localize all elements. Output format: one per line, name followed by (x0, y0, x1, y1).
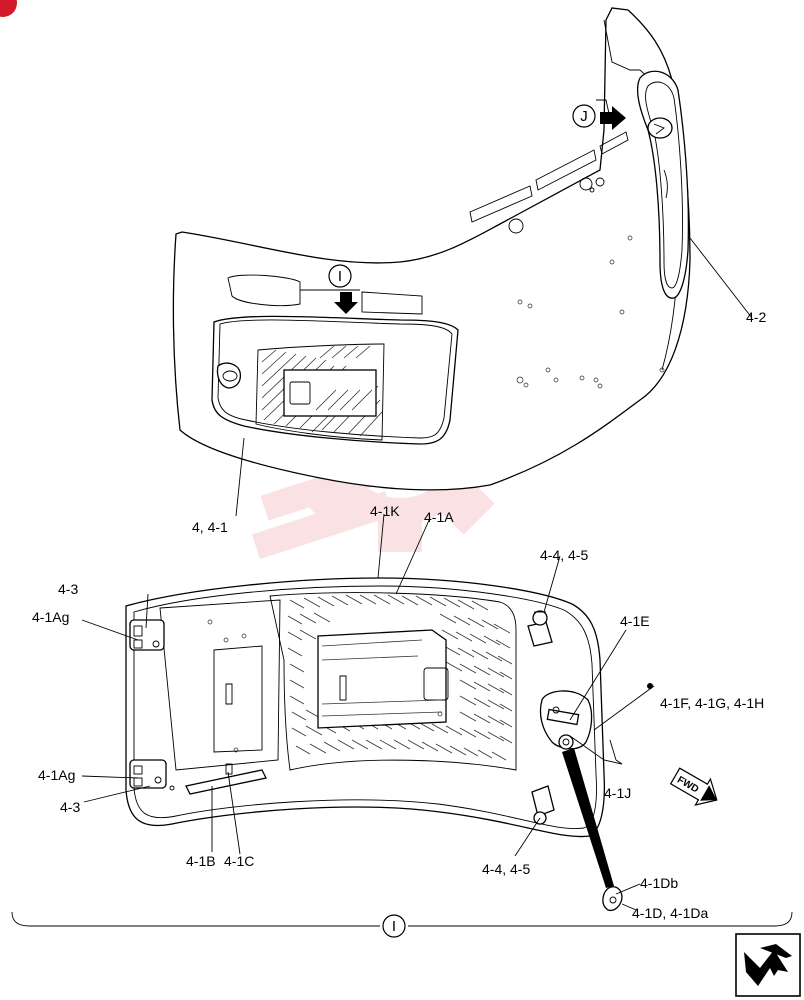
label-4-1ag-top: 4-1Ag (32, 609, 69, 625)
hinge-4-3-top (129, 619, 165, 651)
forward-direction-arrow: FWD (669, 767, 718, 806)
view-callout-j: J (572, 104, 596, 128)
label-4-1b: 4-1B (186, 853, 216, 869)
label-4-1db: 4-1Db (640, 875, 678, 891)
roof-fastener-holes (516, 235, 665, 389)
label-4-4-4-5-bottom: 4-4, 4-5 (482, 861, 530, 877)
view-callout-i-bottom-text: I (392, 918, 396, 935)
hinge-4-3-bottom (129, 759, 175, 791)
clip-4-1d (602, 886, 623, 912)
view-callout-i-bottom: I (382, 914, 406, 938)
label-4-4-4-1: 4, 4-1 (192, 519, 228, 535)
side-lamp-4-2 (636, 70, 690, 299)
view-arrow-j (600, 106, 626, 130)
upper-roof-assembly (172, 7, 691, 491)
next-page-nav-icon[interactable] (735, 933, 801, 997)
label-4-3-top: 4-3 (58, 581, 78, 597)
label-4-1e: 4-1E (620, 613, 650, 629)
label-4-3-bottom: 4-3 (60, 799, 80, 815)
label-4-2: 4-2 (746, 309, 766, 325)
view-i-brace (11, 911, 793, 927)
view-callout-j-text: J (580, 108, 588, 125)
view-callout-i-top: I (328, 264, 352, 288)
strip-4-1b (185, 763, 267, 795)
corner-marker-icon (0, 0, 17, 17)
pointer-wedge-4-1d (562, 748, 614, 888)
label-4-1k: 4-1K (370, 503, 400, 519)
screw-4-1f-icon (647, 683, 653, 689)
leader-lines (81, 237, 753, 911)
label-4-1j: 4-1J (604, 785, 631, 801)
label-4-1ag-bottom: 4-1Ag (38, 767, 75, 783)
bracket-4-4-top (527, 610, 553, 647)
bracket-4-4-bottom (531, 785, 555, 825)
label-4-1f-4-1g-4-1h: 4-1F, 4-1G, 4-1H (660, 695, 764, 711)
view-callout-i-top-text: I (338, 268, 342, 285)
lower-vent-hatching (269, 592, 517, 771)
label-4-4-4-5-top: 4-4, 4-5 (540, 547, 588, 563)
label-4-1c: 4-1C (224, 853, 254, 869)
label-4-1a: 4-1A (424, 509, 454, 525)
label-4-1d-4-1da: 4-1D, 4-1Da (632, 905, 708, 921)
headliner-panel-4-1 (211, 315, 459, 445)
view-arrow-i-top (334, 292, 358, 314)
part-labels: 4-3 4-1Ag 4-1Ag 4-3 4-2 4, 4-1 4-1K 4-1A… (32, 309, 766, 921)
